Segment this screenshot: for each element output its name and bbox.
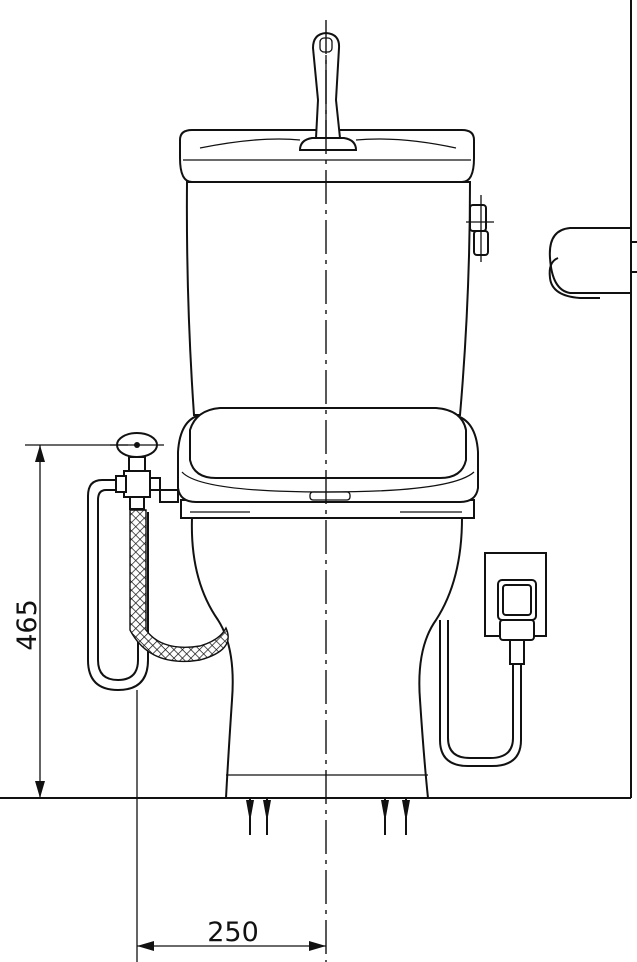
toilet-tank (179, 31, 494, 416)
braided-hose (129, 509, 229, 663)
floor-bolts (246, 798, 410, 835)
height-dimension: 465 (12, 444, 128, 798)
height-dimension-label: 465 (12, 599, 43, 651)
width-dimension: 250 (136, 690, 326, 962)
power-outlet (439, 552, 547, 767)
supply-loop-pipe (87, 479, 149, 692)
toilet-seat (177, 407, 479, 519)
toilet-bowl (190, 517, 464, 799)
paper-holder (548, 227, 637, 299)
width-dimension-label: 250 (207, 917, 259, 948)
stop-valve (110, 432, 179, 510)
